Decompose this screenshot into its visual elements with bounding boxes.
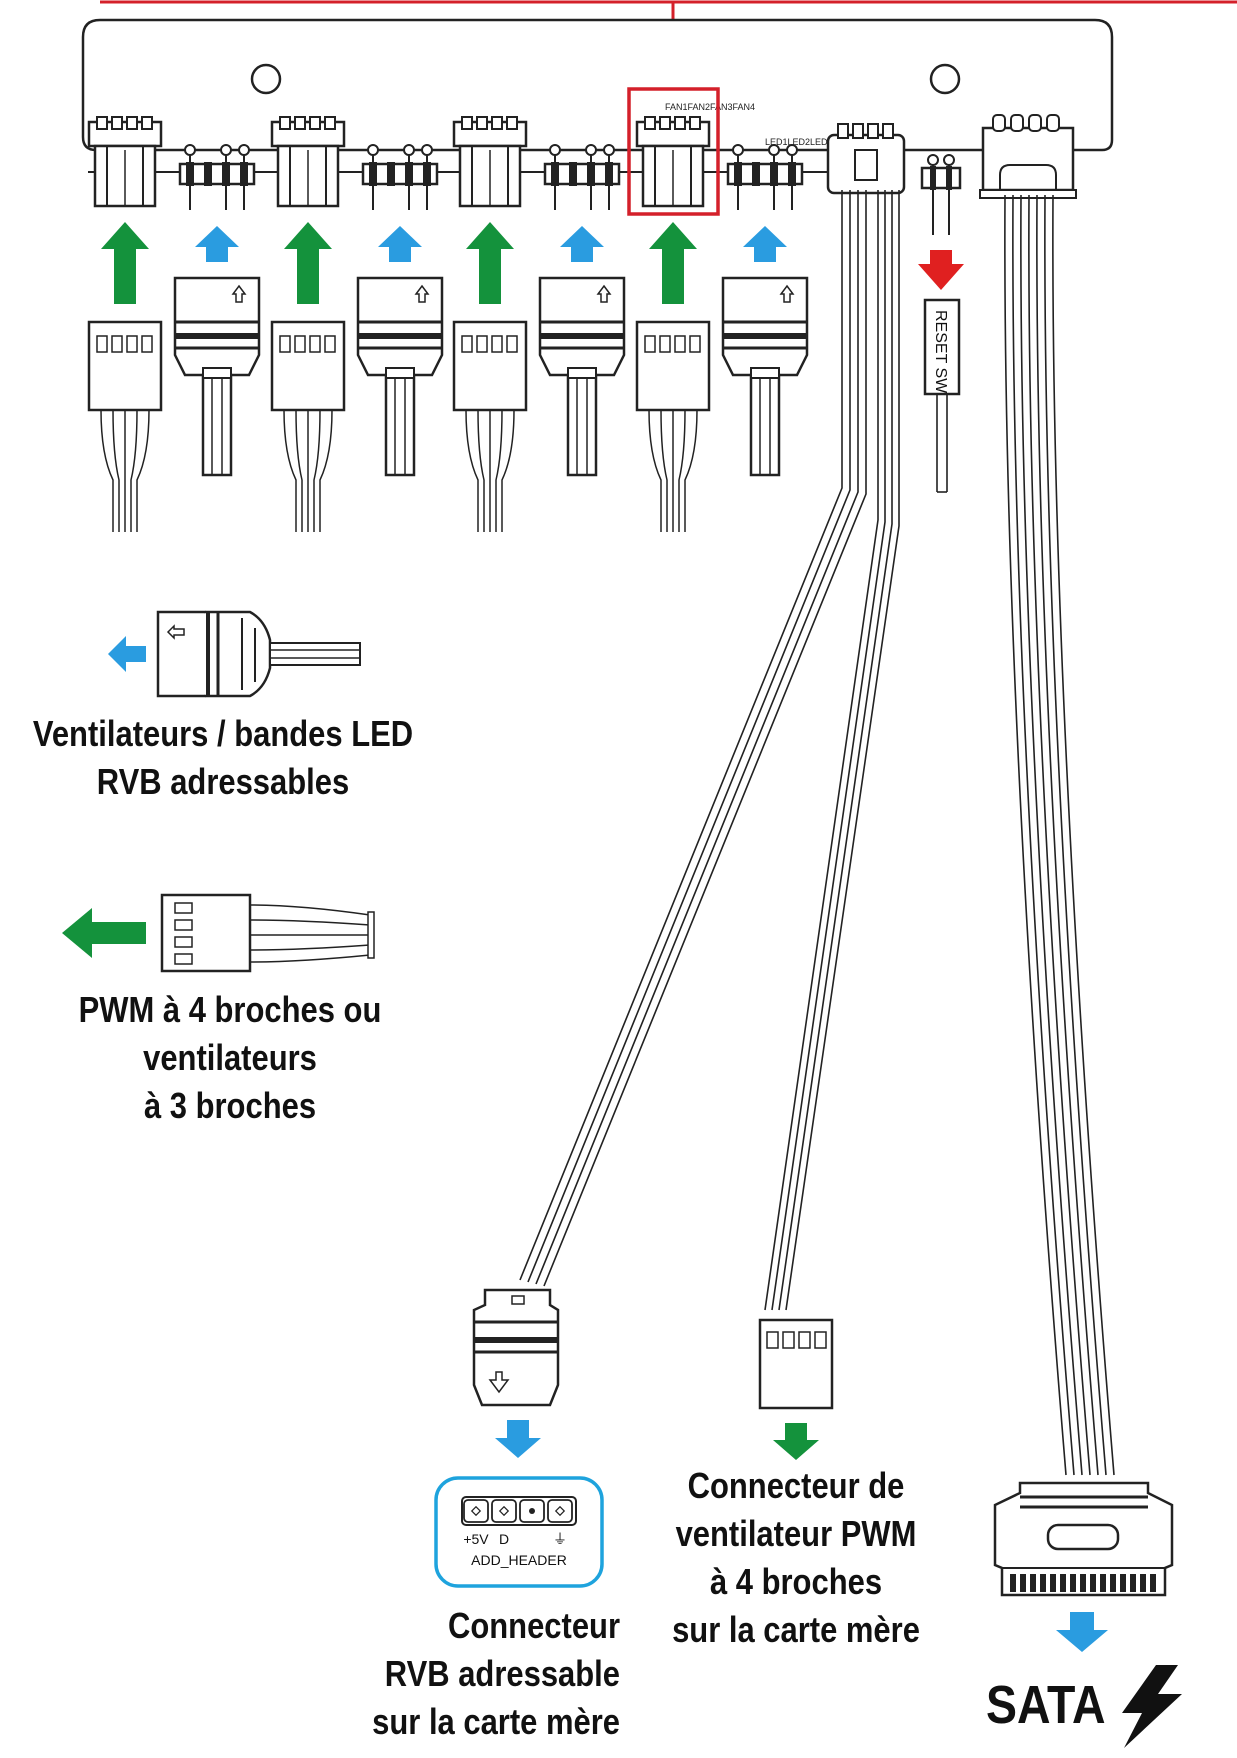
fan-plug-4	[635, 320, 711, 532]
argb-header-pin-4	[547, 1499, 573, 1523]
sata-connector: SATA	[986, 1481, 1182, 1748]
fan-header-4	[635, 116, 711, 208]
sata-pin-8	[1080, 1574, 1086, 1592]
pwm-caption-line-3: à 4 broches	[709, 1561, 883, 1602]
power-header	[979, 114, 1077, 199]
argb-caption-line-1: Connecteur	[447, 1605, 620, 1646]
pin-label-fan: FAN1FAN2FAN3FAN4	[665, 102, 755, 112]
led-header-1	[178, 144, 256, 210]
legend-argb-line-1: Ventilateurs / bandes LED	[32, 713, 414, 754]
led-header-2	[361, 144, 439, 210]
argb-plug-2	[356, 276, 444, 477]
argb-arrow-3	[560, 226, 604, 262]
sata-pin-2	[1020, 1574, 1026, 1592]
pwm-cable	[764, 190, 900, 1311]
argb-plug-4	[721, 276, 809, 477]
sata-pin-4	[1040, 1574, 1046, 1592]
legend-pwm-label: PWM à 4 broches ou ventilateurs à 3 broc…	[49, 986, 410, 1130]
fan-plug-2	[270, 320, 346, 532]
sata-pin-5	[1050, 1574, 1056, 1592]
mount-hole-left	[250, 63, 282, 95]
argb-plug-3	[538, 276, 626, 477]
pwm-caption-line-2: ventilateur PWM	[675, 1513, 917, 1554]
legend-pwm-line-2: ventilateurs	[143, 1037, 317, 1078]
legend-pwm	[62, 893, 375, 973]
argb-header-arrow	[495, 1420, 541, 1458]
argb-header-name: ADD_HEADER	[471, 1552, 567, 1568]
legend-argb	[108, 610, 361, 698]
reset-plug: RESET SW	[923, 298, 961, 493]
argb-plug	[472, 1288, 560, 1458]
argb-out-header	[826, 123, 906, 195]
argb-caption-line-3: sur la carte mère	[372, 1701, 620, 1742]
pwm-caption-line-1: Connecteur de	[687, 1465, 905, 1506]
sata-arrow	[1056, 1612, 1108, 1652]
hub-board	[81, 18, 1114, 152]
led-header-3	[543, 144, 621, 210]
fan-header-3	[452, 116, 528, 208]
sata-pin-11	[1110, 1574, 1116, 1592]
argb-pin-label-1: +5V	[463, 1531, 489, 1547]
pin-label-led: LED1LED2LED3LED4	[765, 137, 855, 147]
sata-label: SATA	[986, 1674, 1106, 1735]
sata-pin-15	[1150, 1574, 1156, 1592]
legend-pwm-line-1: PWM à 4 broches ou	[78, 989, 382, 1030]
fan-arrow-3	[466, 222, 514, 304]
fan-arrow-4	[649, 222, 697, 304]
argb-arrow-2	[378, 226, 422, 262]
argb-pin-label-2: D	[499, 1531, 509, 1547]
legend-pwm-line-3: à 3 broches	[143, 1085, 317, 1126]
sata-pin-14	[1140, 1574, 1146, 1592]
fan-arrow-2	[284, 222, 332, 304]
pwm-header-caption: Connecteur de ventilateur PWM à 4 broche…	[658, 1462, 933, 1654]
legend-argb-label: Ventilateurs / bandes LED RVB adressable…	[31, 710, 415, 806]
led-header-4	[726, 144, 804, 210]
fan-header-1	[87, 116, 163, 208]
pwm-caption-line-4: sur la carte mère	[672, 1609, 920, 1650]
reset-label: RESET SW	[932, 310, 949, 394]
pwm-plug	[758, 1318, 834, 1460]
fan-arrow-1	[101, 222, 149, 304]
sata-pin-9	[1090, 1574, 1096, 1592]
sata-pin-1	[1010, 1574, 1016, 1592]
sata-pin-12	[1120, 1574, 1126, 1592]
sata-cable	[1004, 194, 1115, 1476]
sata-pin-3	[1030, 1574, 1036, 1592]
lightning-icon	[1122, 1665, 1182, 1748]
argb-header-caption: Connecteur RVB adressable sur la carte m…	[345, 1602, 620, 1746]
sata-pin-13	[1130, 1574, 1136, 1592]
legend-argb-line-2: RVB adressables	[96, 761, 350, 802]
argb-header-pin-1	[463, 1499, 489, 1523]
pwm-header-arrow	[773, 1423, 819, 1460]
sata-pin-6	[1060, 1574, 1066, 1592]
argb-arrow-1	[195, 226, 239, 262]
legend-argb-arrow	[108, 636, 146, 672]
argb-pin-label-4: ⏚	[553, 1531, 567, 1547]
legend-pwm-arrow	[62, 908, 146, 958]
argb-header-pin-2	[491, 1499, 517, 1523]
argb-caption-line-2: RVB adressable	[384, 1653, 620, 1694]
argb-plug-1	[173, 276, 261, 477]
fan-header-2	[270, 116, 346, 208]
reset-arrow	[918, 250, 964, 290]
argb-header: +5V D ⏚ ADD_HEADER	[434, 1476, 604, 1588]
argb-arrow-4	[743, 226, 787, 262]
fan-header-highlight	[627, 87, 720, 216]
fan-plug-3	[452, 320, 528, 532]
argb-cable	[519, 190, 867, 1287]
fan-plug-1	[87, 320, 163, 532]
sata-pin-7	[1070, 1574, 1076, 1592]
mount-hole-right	[929, 63, 961, 95]
sata-pin-10	[1100, 1574, 1106, 1592]
reset-header	[920, 154, 962, 235]
